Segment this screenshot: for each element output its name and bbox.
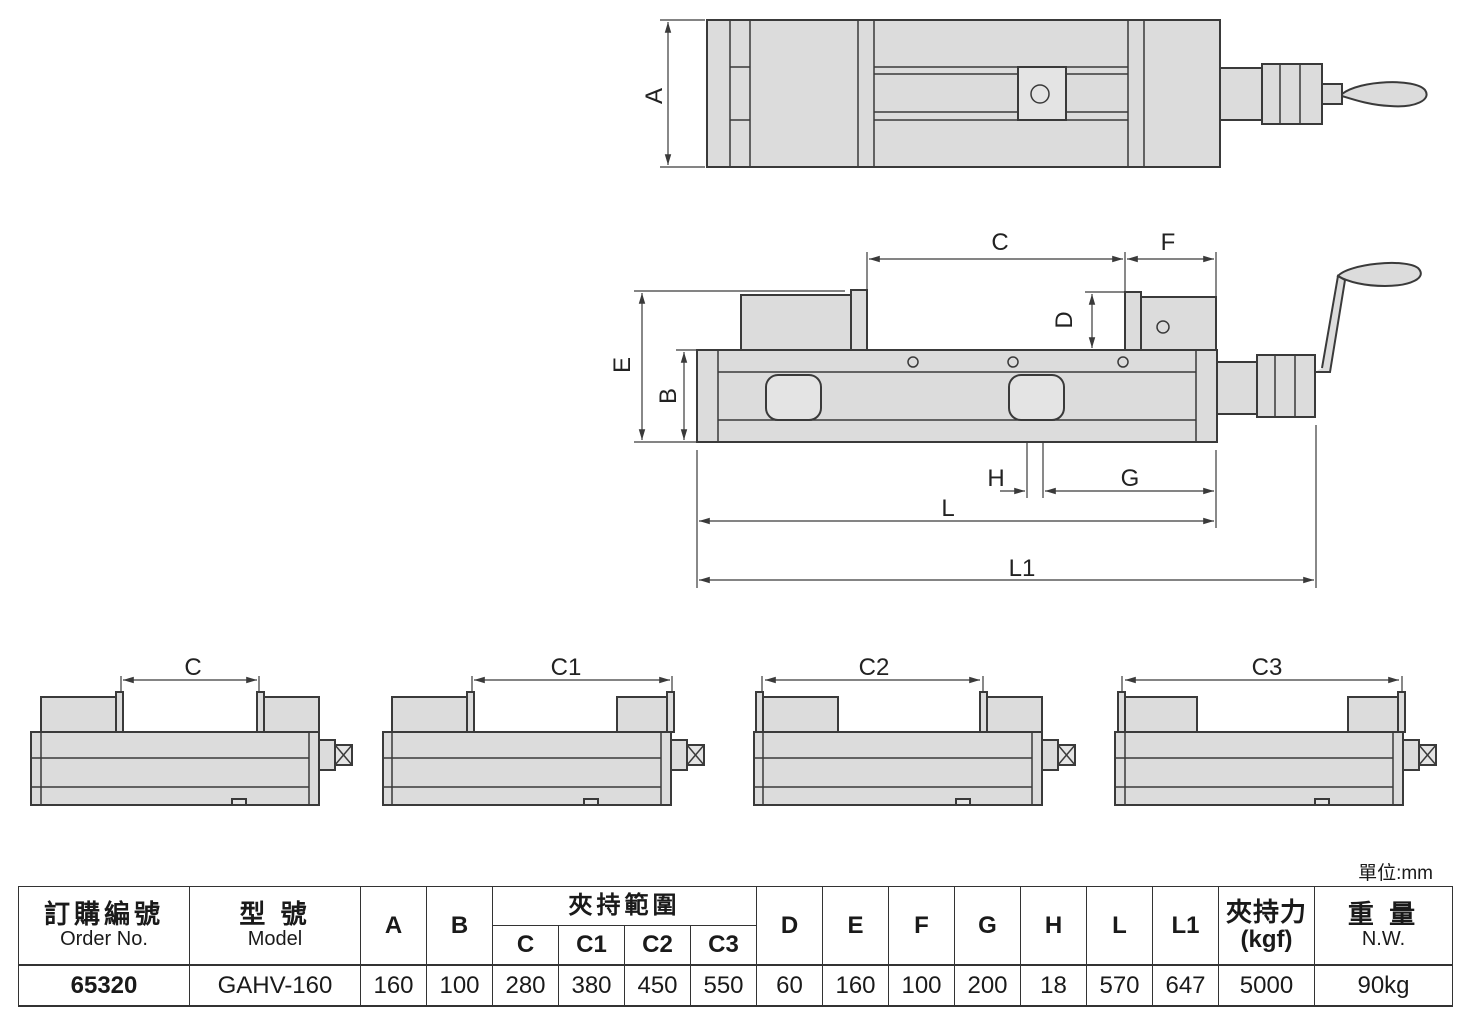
vise-top-view <box>706 19 1428 168</box>
header-c3: C3 <box>690 925 757 966</box>
header-order-en: Order No. <box>60 927 148 950</box>
header-e: E <box>822 886 889 966</box>
header-order-cn: 訂購編號 <box>43 899 164 930</box>
cell-d: 60 <box>756 964 823 1007</box>
header-weight: 重 量 N.W. <box>1314 886 1453 966</box>
position-view-c2: C2 <box>753 654 1076 806</box>
cell-g: 200 <box>954 964 1021 1007</box>
label-c: C <box>991 229 1008 256</box>
header-model-en: Model <box>247 927 303 950</box>
label-b: B <box>655 388 682 404</box>
cell-l1: 647 <box>1152 964 1219 1007</box>
dim-e: E <box>609 290 845 443</box>
cell-h: 18 <box>1020 964 1087 1007</box>
dim-h-g: H G <box>987 442 1217 528</box>
header-model-cn: 型 號 <box>239 899 311 930</box>
header-model: 型 號 Model <box>189 886 361 966</box>
header-l1: L1 <box>1152 886 1219 966</box>
header-l: L <box>1086 886 1153 966</box>
dim-f: F <box>1127 229 1217 297</box>
dim-a: A <box>641 19 705 168</box>
spec-table: 訂購編號 Order No. 型 號 Model A B 夾持範圍 D E F … <box>18 886 1453 1007</box>
dim-l: L <box>696 450 1214 588</box>
vise-side-view <box>696 262 1422 443</box>
header-force-en: (kgf) <box>1240 925 1293 953</box>
label-d: D <box>1051 311 1078 328</box>
position-view-c1: C1 <box>382 654 705 806</box>
label-l: L <box>941 495 954 522</box>
header-b: B <box>426 886 493 966</box>
cell-weight: 90kg <box>1314 964 1453 1007</box>
header-c: C <box>492 925 559 966</box>
header-h: H <box>1020 886 1087 966</box>
table-row: 65320 GAHV-160 160 100 280 380 450 550 6… <box>18 964 1453 1007</box>
cell-order-no: 65320 <box>18 964 190 1007</box>
position-view-c: C <box>30 654 353 806</box>
header-d: D <box>756 886 823 966</box>
label-f: F <box>1161 229 1176 256</box>
cell-f: 100 <box>888 964 955 1007</box>
position-view-c3: C3 <box>1114 654 1437 806</box>
label-e: E <box>609 357 636 373</box>
header-a: A <box>360 886 427 966</box>
cell-c3: 550 <box>690 964 757 1007</box>
cell-model: GAHV-160 <box>189 964 361 1007</box>
label-l1: L1 <box>1009 555 1036 582</box>
header-f: F <box>888 886 955 966</box>
cell-l: 570 <box>1086 964 1153 1007</box>
dim-c: C <box>866 229 1126 292</box>
header-weight-en: N.W. <box>1361 927 1406 950</box>
dim-b: B <box>655 349 697 440</box>
unit-label: 單位:mm <box>1358 863 1433 884</box>
label-pos-c1: C1 <box>551 654 582 681</box>
header-force: 夾持力 (kgf) <box>1218 886 1315 966</box>
label-pos-c2: C2 <box>859 654 890 681</box>
cell-force: 5000 <box>1218 964 1315 1007</box>
header-g: G <box>954 886 1021 966</box>
label-h: H <box>987 465 1004 492</box>
header-order-no: 訂購編號 Order No. <box>18 886 190 966</box>
cell-b: 100 <box>426 964 493 1007</box>
label-a: A <box>641 88 668 104</box>
cell-e: 160 <box>822 964 889 1007</box>
cell-c2: 450 <box>624 964 691 1007</box>
dim-l1: L1 <box>699 425 1317 588</box>
header-c2: C2 <box>624 925 691 966</box>
label-pos-c: C <box>184 654 201 681</box>
header-c1: C1 <box>558 925 625 966</box>
header-weight-cn: 重 量 <box>1347 899 1420 930</box>
dim-d: D <box>1051 291 1125 348</box>
cell-c: 280 <box>492 964 559 1007</box>
cell-a: 160 <box>360 964 427 1007</box>
cell-c1: 380 <box>558 964 625 1007</box>
header-range: 夾持範圍 <box>492 886 757 926</box>
technical-drawing: A C F D <box>30 19 1437 806</box>
label-pos-c3: C3 <box>1252 654 1283 681</box>
header-force-cn: 夾持力 <box>1225 897 1307 928</box>
label-g: G <box>1121 465 1140 492</box>
